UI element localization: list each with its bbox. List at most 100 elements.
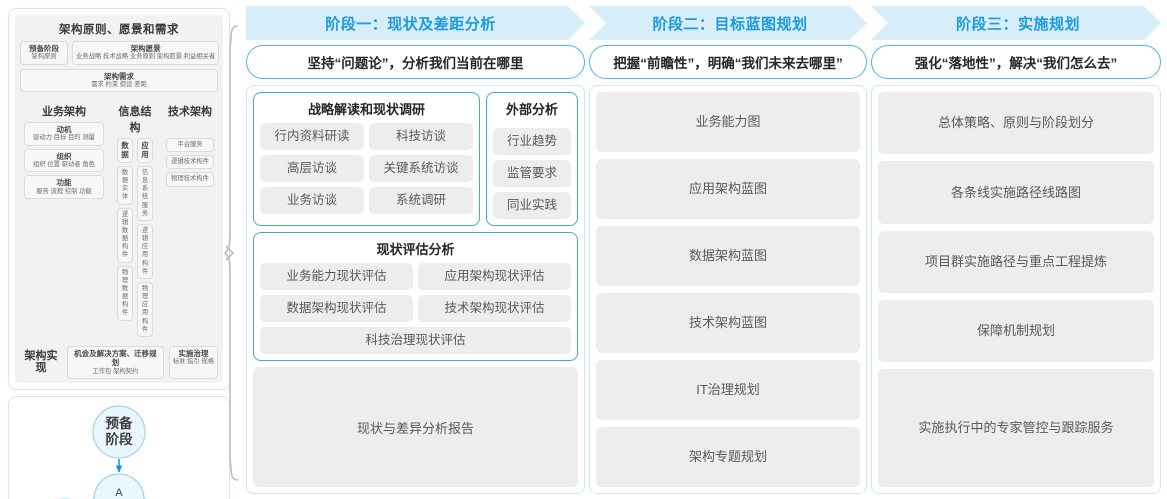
chip-item[interactable]: 架构专题规划 xyxy=(596,427,860,487)
chip-item[interactable]: 行业趋势 xyxy=(493,128,571,155)
architecture-vision-box: 架构愿景 业务战略 技术战略 业务原则 架构愿景 利益相关者 xyxy=(72,41,220,65)
vision-head: 架构愿景 xyxy=(130,44,161,53)
application-item: 应用 xyxy=(137,138,153,163)
chip-item[interactable]: 数据架构蓝图 xyxy=(596,226,860,286)
technology-architecture-title: 技术架构 xyxy=(168,106,212,119)
application-subcolumn: 应用 信息系统服务 逻辑应用构件 物理应用构件 xyxy=(137,138,153,337)
group-external-analysis-title: 外部分析 xyxy=(505,102,558,117)
group-current-state-assessment[interactable]: 现状评估分析 业务能力现状评估 应用架构现状评估 数据架构现状评估 技术架构现状… xyxy=(253,232,578,361)
framework-inner: 架构原则、愿景和需求 预备阶段 架构原则 架构愿景 业务战略 技术战略 业务原则… xyxy=(15,15,223,383)
chip-item[interactable]: 保障机制规划 xyxy=(878,299,1154,363)
phase-1-top-groups: 战略解读和现状调研 行内资料研读 科技访谈 高层访谈 关键系统访谈 业务访谈 系… xyxy=(253,92,578,226)
data-item: 数据 xyxy=(117,138,133,163)
requirements-sub: 需求 约束 假设 差距 xyxy=(91,80,147,88)
business-architecture-title: 业务架构 xyxy=(42,106,86,119)
chip-item[interactable]: 应用架构现状评估 xyxy=(418,263,571,290)
prep-phase-box: 预备阶段 架构原则 xyxy=(20,41,68,65)
chip-item[interactable]: 高层访谈 xyxy=(260,155,364,182)
opportunity-migration-box: 机会及解决方案、迁移规划 工作包 架构契约 xyxy=(67,345,164,379)
group-strategy-research[interactable]: 战略解读和现状调研 行内资料研读 科技访谈 高层访谈 关键系统访谈 业务访谈 系… xyxy=(253,92,480,226)
phase-1-subtitle: 坚持“问题论”，分析我们当前在哪里 xyxy=(246,45,585,79)
group-current-state-title: 现状评估分析 xyxy=(376,242,455,257)
application-item: 物理应用构件 xyxy=(137,281,153,337)
architecture-requirements-box: 架构需求 需求 约束 假设 差距 xyxy=(20,68,218,93)
adm-cycle-diagram: 预备 阶段 A 架构愿景 B 业务架构 xyxy=(15,403,223,499)
adm-cycle-card: 预备 阶段 A 架构愿景 B 业务架构 xyxy=(8,395,230,499)
chip-item[interactable]: 数据架构现状评估 xyxy=(260,295,413,322)
chip-row: 业务访谈 系统调研 xyxy=(260,187,473,214)
technology-architecture-column: 技术架构 平台服务 逻辑技术构件 物理技术构件 xyxy=(162,97,218,341)
chip-item[interactable]: 关键系统访谈 xyxy=(369,155,473,182)
chip-item[interactable]: 业务能力现状评估 xyxy=(260,263,413,290)
business-item: 动机 驱动力 目标 目的 测量 xyxy=(24,122,104,146)
phase-3-body: 总体策略、原则与阶段划分 各条线实施路径线路图 项目群实施路径与重点工程提炼 保… xyxy=(871,85,1161,494)
phase-1: 阶段一：现状及差距分析 坚持“问题论”，分析我们当前在哪里 战略解读和现状调研 … xyxy=(246,6,585,494)
chip-item[interactable]: 业务能力图 xyxy=(596,92,860,152)
chip-row: 数据架构现状评估 技术架构现状评估 xyxy=(260,295,571,322)
phase-1-report[interactable]: 现状与差异分析报告 xyxy=(253,367,578,487)
phase-2: 阶段二：目标蓝图规划 把握“前瞻性”，明确“我们未来去哪里” 业务能力图 应用架… xyxy=(589,6,867,494)
data-item: 逻辑数据构件 xyxy=(117,207,133,263)
chip-row: 业务能力现状评估 应用架构现状评估 xyxy=(260,263,571,290)
application-item: 信息系统服务 xyxy=(137,165,153,221)
phase-1-header: 阶段一：现状及差距分析 xyxy=(246,6,585,40)
togaf-framework-card: 架构原则、愿景和需求 预备阶段 架构原则 架构愿景 业务战略 技术战略 业务原则… xyxy=(8,8,230,390)
realization-label: 架构实现 xyxy=(24,349,58,375)
adm-node-preliminary xyxy=(92,405,146,459)
framework-top-row: 预备阶段 架构原则 架构愿景 业务战略 技术战略 业务原则 架构愿景 利益相关者 xyxy=(20,41,220,65)
chip-row: 高层访谈 关键系统访谈 xyxy=(260,155,473,182)
left-column: 架构原则、愿景和需求 预备阶段 架构原则 架构愿景 业务战略 技术战略 业务原则… xyxy=(8,8,230,499)
prep-phase-sub: 架构原则 xyxy=(31,53,57,61)
phases-container: 阶段一：现状及差距分析 坚持“问题论”，分析我们当前在哪里 战略解读和现状调研 … xyxy=(246,6,1161,494)
chip-item[interactable]: 科技治理现状评估 xyxy=(260,327,571,354)
preliminary-label-2: 阶段 xyxy=(106,431,133,447)
chip-item[interactable]: 同业实践 xyxy=(493,192,571,219)
chip-item[interactable]: 技术架构蓝图 xyxy=(596,293,860,353)
chip-item[interactable]: 实施执行中的专家管控与跟踪服务 xyxy=(878,369,1154,487)
chip-item[interactable]: 科技访谈 xyxy=(369,123,473,150)
business-architecture-column: 业务架构 动机 驱动力 目标 目的 测量 组织 组织 位置 驱动者 角色 xyxy=(20,97,108,341)
vision-sub: 业务战略 技术战略 业务原则 架构愿景 利益相关者 xyxy=(76,53,216,61)
phase-1-body: 战略解读和现状调研 行内资料研读 科技访谈 高层访谈 关键系统访谈 业务访谈 系… xyxy=(246,85,585,494)
chip-item[interactable]: 各条线实施路径线路图 xyxy=(878,161,1154,224)
prep-phase-head: 预备阶段 xyxy=(29,44,59,53)
business-item: 功能 服务 流程 控制 功能 xyxy=(24,175,104,199)
implementation-governance-box: 实施治理 标准 指引 规格 xyxy=(168,345,218,379)
chip-item[interactable]: 应用架构蓝图 xyxy=(596,159,860,219)
connector-bracket xyxy=(223,24,246,482)
business-item: 组织 组织 位置 驱动者 角色 xyxy=(24,148,104,173)
group-external-analysis[interactable]: 外部分析 行业趋势 监管要求 同业实践 xyxy=(486,92,578,226)
phase-3: 阶段三：实施规划 强化“落地性”，解决“我们怎么去” 总体策略、原则与阶段划分 … xyxy=(871,6,1161,494)
data-item: 物理数据构件 xyxy=(117,265,133,321)
phase-3-header: 阶段三：实施规划 xyxy=(871,6,1161,40)
chip-row: 科技治理现状评估 xyxy=(260,327,571,354)
chip-item[interactable]: 系统调研 xyxy=(369,187,473,214)
svg-text:A: A xyxy=(115,487,123,499)
chip-item[interactable]: 监管要求 xyxy=(493,160,571,187)
framework-title: 架构原则、愿景和需求 xyxy=(59,24,179,36)
information-structure-title: 信息结构 xyxy=(118,106,152,135)
architecture-realization-row: 架构实现 机会及解决方案、迁移规划 工作包 架构契约 实施治理 标准 指引 规格 xyxy=(20,345,218,379)
phase-2-items: 业务能力图 应用架构蓝图 数据架构蓝图 技术架构蓝图 IT治理规划 架构专题规划 xyxy=(596,92,860,487)
technology-item: 平台服务 xyxy=(166,138,214,153)
phase-3-items: 总体策略、原则与阶段划分 各条线实施路径线路图 项目群实施路径与重点工程提炼 保… xyxy=(878,92,1154,487)
phase-2-subtitle: 把握“前瞻性”，明确“我们未来去哪里” xyxy=(589,45,867,79)
chip-item[interactable]: 项目群实施路径与重点工程提炼 xyxy=(878,230,1154,293)
phase-2-body: 业务能力图 应用架构蓝图 数据架构蓝图 技术架构蓝图 IT治理规划 架构专题规划 xyxy=(589,85,867,494)
information-structure-column: 信息结构 数据 数据实体 逻辑数据构件 物理数据构件 应用 信息系统服务 xyxy=(113,97,157,341)
adm-node-a: A 架构愿景 xyxy=(93,473,145,499)
architecture-columns: 业务架构 动机 驱动力 目标 目的 测量 组织 组织 位置 驱动者 角色 xyxy=(20,97,218,341)
data-subcolumn: 数据 数据实体 逻辑数据构件 物理数据构件 xyxy=(117,138,133,337)
requirements-head: 架构需求 xyxy=(104,71,134,81)
chip-item[interactable]: 行内资料研读 xyxy=(260,123,364,150)
chip-item[interactable]: 技术架构现状评估 xyxy=(418,295,571,322)
technology-item: 逻辑技术构件 xyxy=(166,155,214,170)
phase-2-header: 阶段二：目标蓝图规划 xyxy=(589,6,867,40)
chip-item[interactable]: IT治理规划 xyxy=(596,360,860,420)
technology-item: 物理技术构件 xyxy=(166,172,214,187)
preliminary-label-1: 预备 xyxy=(106,415,133,431)
chip-item[interactable]: 业务访谈 xyxy=(260,187,364,214)
chip-item[interactable]: 总体策略、原则与阶段划分 xyxy=(878,92,1154,155)
phase-3-subtitle: 强化“落地性”，解决“我们怎么去” xyxy=(871,45,1161,79)
